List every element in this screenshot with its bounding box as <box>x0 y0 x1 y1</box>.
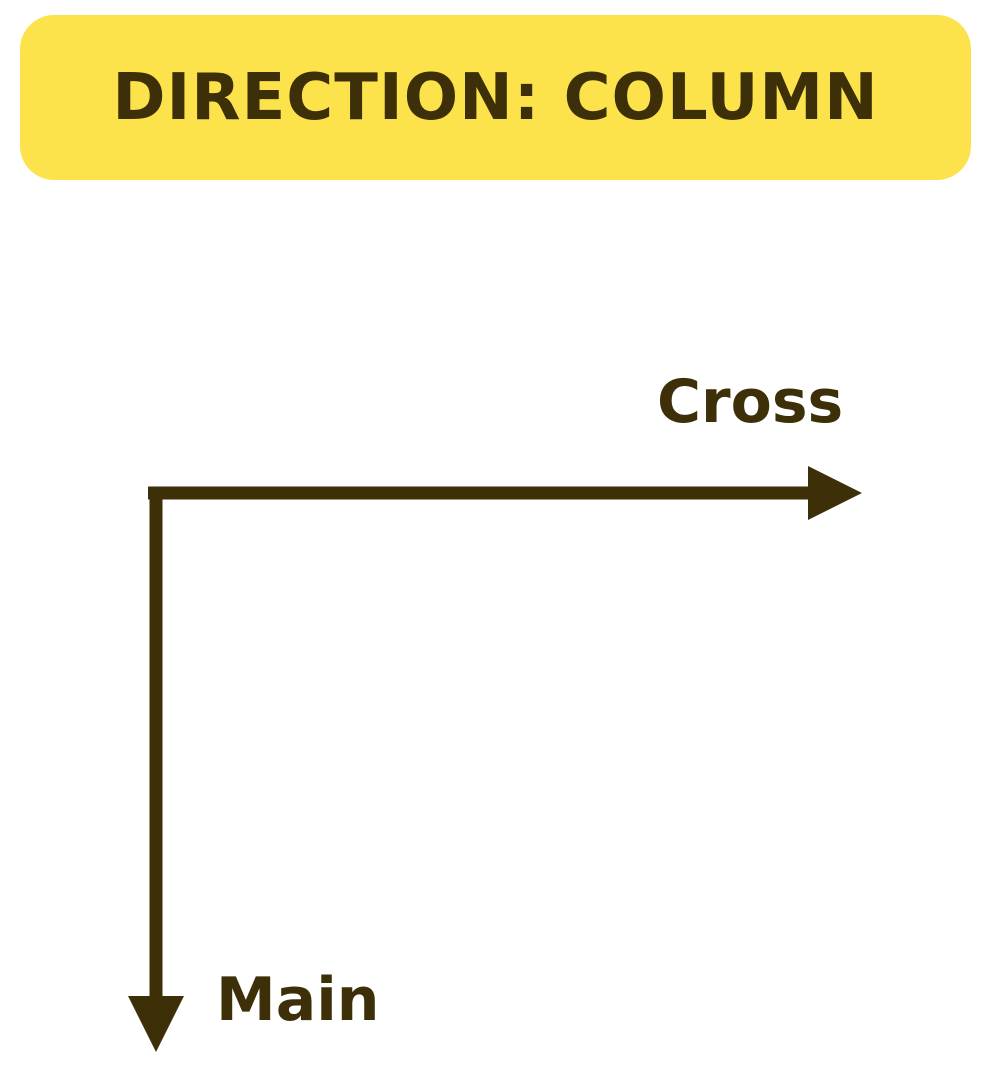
page-title: DIRECTION: COLUMN <box>112 60 879 135</box>
main-axis-label: Main <box>216 965 380 1035</box>
title-banner: DIRECTION: COLUMN <box>20 15 971 180</box>
main-axis-arrowhead <box>128 996 184 1052</box>
cross-axis-label: Cross <box>657 367 844 437</box>
cross-axis-arrowhead <box>808 466 862 520</box>
